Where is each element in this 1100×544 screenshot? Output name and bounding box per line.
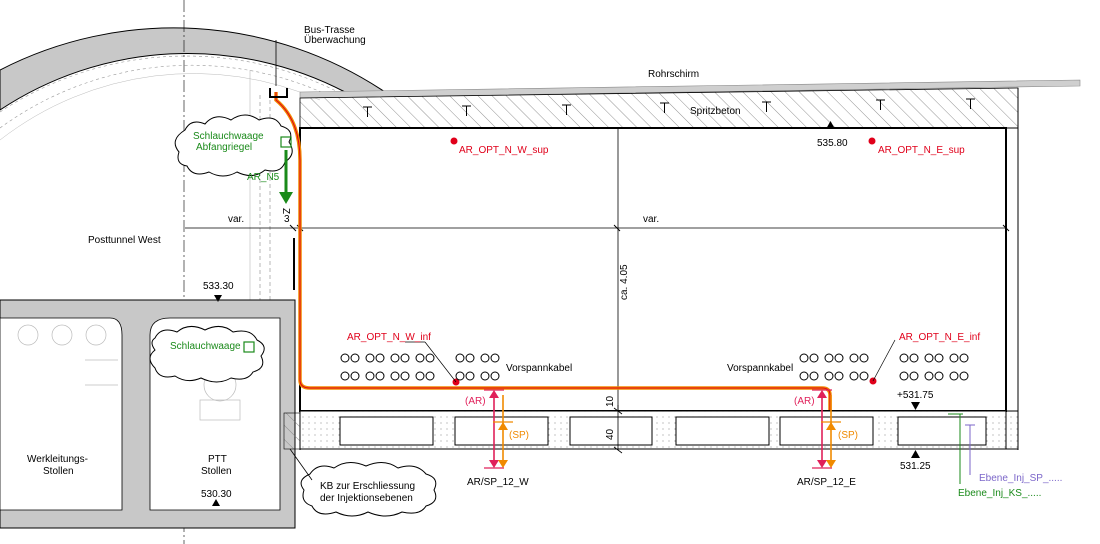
ar-left-label: (AR) bbox=[465, 396, 486, 407]
elev-533-30: 533.30 bbox=[203, 281, 234, 292]
bus-trasse-label-2: Überwachung bbox=[304, 34, 366, 46]
vorspannkabel-circles-right bbox=[799, 353, 969, 381]
leader-lines-red bbox=[405, 339, 896, 383]
spritzbeton-label: Spritzbeton bbox=[690, 106, 741, 117]
ptt-label-2: Stollen bbox=[201, 466, 232, 477]
sp-right-label: (SP) bbox=[838, 430, 858, 441]
ar-n5-label: AR_N5 bbox=[247, 172, 280, 183]
ebene-inj-ks-label: Ebene_Inj_KS_..... bbox=[958, 488, 1041, 499]
var-left-label: var. bbox=[228, 214, 244, 225]
bottom-slab bbox=[283, 410, 1019, 450]
vorspannkabel-left-label: Vorspannkabel bbox=[506, 363, 572, 374]
rohrschirm-label: Rohrschirm bbox=[648, 69, 699, 80]
kb-label-2: der Injektionsebenen bbox=[320, 493, 413, 504]
dim-40-label: 40 bbox=[605, 428, 616, 440]
vorspannkabel-right-label: Vorspannkabel bbox=[727, 363, 793, 374]
cloud-schlauchwaage-mid bbox=[149, 326, 265, 383]
posttunnel-west-label: Posttunnel West bbox=[88, 235, 161, 246]
rohrschirm bbox=[299, 79, 1081, 129]
ar-sp-arrows-right bbox=[812, 389, 841, 469]
elev-531-25: 531.25 bbox=[900, 461, 931, 472]
dim-3-label: 3 bbox=[284, 214, 290, 225]
ar-sp-12-e-label: AR/SP_12_E bbox=[797, 477, 856, 488]
kb-label-1: KB zur Erschliessung bbox=[320, 481, 415, 492]
dim-10-label: 10 bbox=[605, 395, 616, 407]
ar-n5-arrow bbox=[279, 150, 293, 204]
ar-sp-12-w-label: AR/SP_12_W bbox=[467, 477, 529, 488]
schlauchwaage-top-label-1: Schlauchwaage bbox=[193, 131, 264, 142]
bus-trasse-bracket bbox=[269, 88, 288, 98]
ar-opt-n-w-sup-label: AR_OPT_N_W_sup bbox=[459, 145, 549, 156]
bus-trasse-label-1: Bus-Trasse bbox=[304, 25, 355, 36]
ar-opt-n-e-sup-label: AR_OPT_N_E_sup bbox=[878, 145, 965, 156]
werkleitungs-label-1: Werkleitungs- bbox=[27, 454, 88, 465]
elevation-markers bbox=[212, 121, 920, 506]
ptt-label-1: PTT bbox=[208, 454, 227, 465]
elev-531-75: +531.75 bbox=[897, 390, 934, 401]
z-label: Z bbox=[280, 208, 291, 214]
height-ca-label: ca. 4.05 bbox=[619, 264, 630, 300]
ar-sp-arrows-left bbox=[484, 389, 513, 469]
main-frame bbox=[185, 88, 1019, 450]
schlauchwaage-mid-label: Schlauchwaage bbox=[170, 341, 241, 352]
ar-opt-n-e-inf-label: AR_OPT_N_E_inf bbox=[899, 332, 980, 343]
cloud-kb bbox=[289, 448, 437, 517]
dim-ticks-slab bbox=[613, 405, 623, 454]
elev-530-30: 530.30 bbox=[201, 489, 232, 500]
ar-opt-n-w-inf-label: AR_OPT_N_W_inf bbox=[347, 332, 431, 343]
vorspannkabel-circles-left bbox=[340, 353, 500, 381]
var-main-label: var. bbox=[643, 214, 659, 225]
injection-level-lines bbox=[948, 413, 975, 484]
werkleitungs-label-2: Stollen bbox=[43, 466, 74, 477]
sp-left-label: (SP) bbox=[509, 430, 529, 441]
schlauchwaage-top-label-2: Abfangriegel bbox=[196, 142, 252, 153]
ar-right-label: (AR) bbox=[794, 396, 815, 407]
elev-535-80: 535.80 bbox=[817, 138, 848, 149]
ebene-inj-sp-label: Ebene_Inj_SP_..... bbox=[979, 473, 1062, 484]
